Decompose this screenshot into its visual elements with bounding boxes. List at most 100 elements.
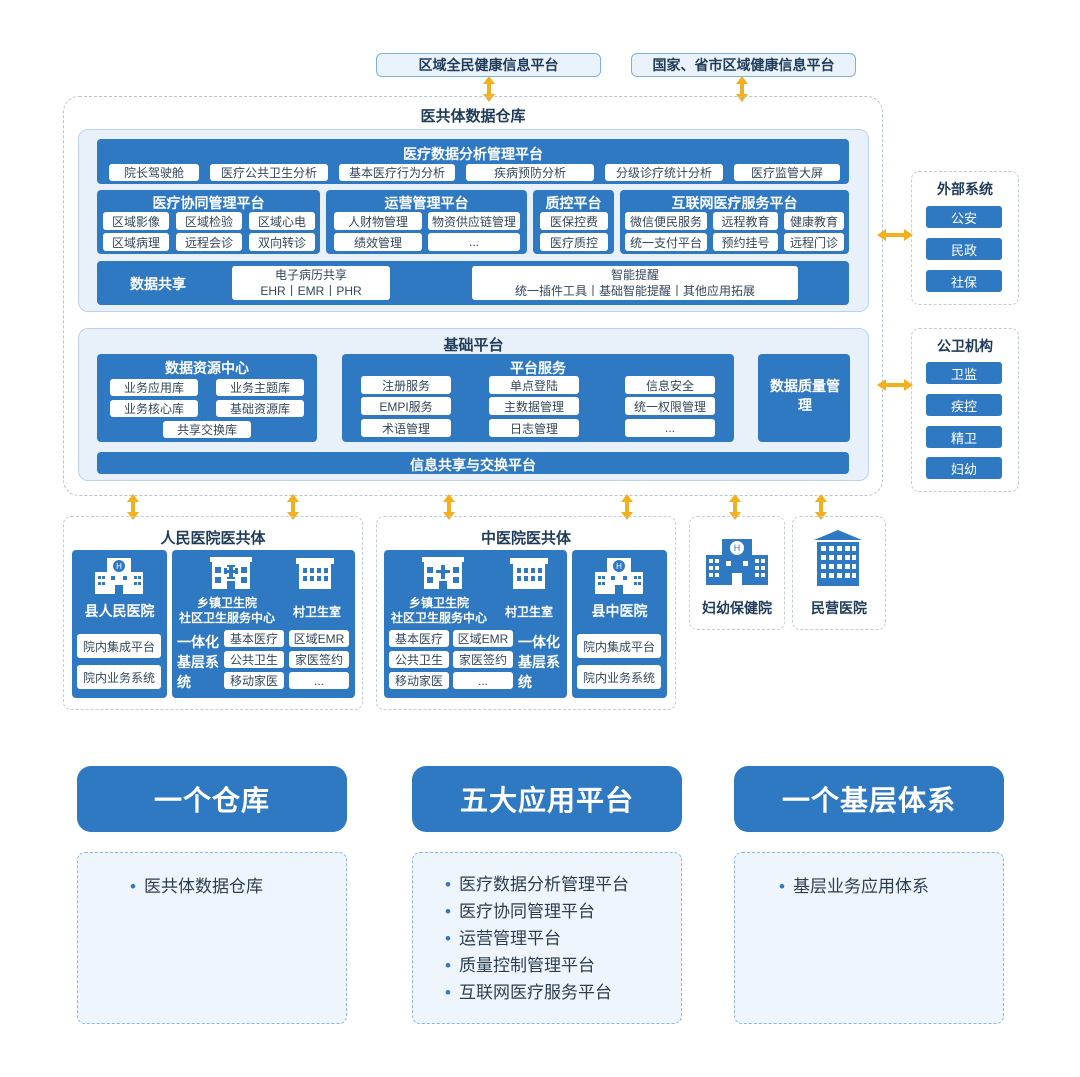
grassroots-item: 区域EMR bbox=[289, 630, 349, 647]
grassroots-item: 基本医疗 bbox=[224, 630, 284, 647]
public-health-item: 妇幼 bbox=[926, 457, 1002, 479]
collab-item: 远程会诊 bbox=[176, 233, 242, 251]
analysis-item: 基本医疗行为分析 bbox=[339, 164, 455, 181]
qc-item: 医疗质控 bbox=[540, 233, 608, 251]
analysis-item: 医疗监管大屏 bbox=[734, 164, 840, 181]
clinic-icon bbox=[210, 555, 252, 589]
village-label: 村卫生室 bbox=[292, 605, 341, 619]
emr-share-box: 电子病历共享 EHR丨EMR丨PHR bbox=[232, 266, 390, 300]
national-health-platform: 国家、省市区域健康信息平台 bbox=[631, 53, 856, 77]
emr-share-line1: 电子病历共享 bbox=[274, 268, 347, 282]
resource-item: 业务主题库 bbox=[216, 379, 304, 396]
bidirectional-arrow-icon bbox=[877, 228, 913, 247]
integrated-system-label: 一体化基层系统 bbox=[518, 634, 560, 690]
internet-item: 远程门诊 bbox=[784, 233, 844, 251]
summary-banner-platforms: 五大应用平台 bbox=[412, 766, 682, 832]
resource-item: 业务核心库 bbox=[110, 400, 198, 417]
data-share-title: 数据共享 bbox=[130, 276, 186, 292]
grassroots-item: ... bbox=[453, 672, 513, 689]
private-hospital-box bbox=[792, 516, 886, 630]
integrated-system-label: 一体化基层系统 bbox=[177, 634, 219, 690]
service-item: 统一权限管理 bbox=[625, 397, 715, 415]
service-item: 信息安全 bbox=[625, 376, 715, 394]
resource-center-title: 数据资源中心 bbox=[165, 360, 249, 376]
county-hospital-item: 院内集成平台 bbox=[77, 634, 161, 658]
maternal-hospital-box bbox=[689, 516, 785, 630]
service-item: 单点登陆 bbox=[489, 376, 579, 394]
village-label: 村卫生室 bbox=[504, 605, 553, 619]
hospital-icon: H bbox=[593, 556, 645, 596]
county-hospital-item: 院内集成平台 bbox=[577, 634, 661, 658]
collab-item: 双向转诊 bbox=[249, 233, 315, 251]
grassroots-item: 区域EMR bbox=[453, 630, 513, 647]
grassroots-item: 公共卫生 bbox=[224, 651, 284, 668]
internet-platform-title: 互联网医疗服务平台 bbox=[671, 195, 798, 211]
summary-item: 医共体数据仓库 bbox=[130, 873, 346, 900]
smart-reminder-line2: 统一插件工具丨基础智能提醒丨其他应用拓展 bbox=[514, 284, 755, 298]
township-label: 乡镇卫生院 社区卫生服务中心 bbox=[178, 596, 275, 625]
ops-item: 人财物管理 bbox=[334, 212, 422, 230]
ops-platform-title: 运营管理平台 bbox=[384, 195, 469, 211]
internet-item: 远程教育 bbox=[713, 212, 778, 230]
bidirectional-arrow-icon bbox=[814, 494, 828, 525]
smart-reminder-box: 智能提醒 统一插件工具丨基础智能提醒丨其他应用拓展 bbox=[472, 266, 798, 300]
internet-item: 统一支付平台 bbox=[625, 233, 707, 251]
exchange-bar-title: 信息共享与交换平台 bbox=[410, 457, 536, 473]
bidirectional-arrow-icon bbox=[735, 76, 749, 107]
analysis-item: 医疗公共卫生分析 bbox=[210, 164, 328, 181]
county-hospital-item: 院内业务系统 bbox=[77, 665, 161, 689]
tcm-hospital-title: 中医院医共体 bbox=[480, 530, 571, 547]
service-item: 注册服务 bbox=[361, 376, 451, 394]
grassroots-item: 家医签约 bbox=[289, 651, 349, 668]
collab-item: 区域病理 bbox=[103, 233, 169, 251]
external-systems-box bbox=[911, 171, 1019, 305]
resource-item: 基础资源库 bbox=[216, 400, 304, 417]
maternal-hospital-name: 妇幼保健院 bbox=[702, 600, 772, 616]
summary-item: 质量控制管理平台 bbox=[445, 952, 681, 979]
building-icon bbox=[814, 530, 862, 591]
base-platform-title: 基础平台 bbox=[443, 337, 504, 354]
analysis-item: 分级诊疗统计分析 bbox=[605, 164, 723, 181]
internet-item: 健康教育 bbox=[784, 212, 844, 230]
service-item: EMPI服务 bbox=[361, 397, 451, 415]
village-clinic-icon bbox=[510, 555, 548, 589]
hospital-icon: H bbox=[704, 535, 770, 590]
tcm-hospital-group bbox=[376, 516, 676, 710]
ops-item: ... bbox=[428, 233, 520, 251]
internet-item: 微信便民服务 bbox=[625, 212, 707, 230]
summary-banner-warehouse: 一个仓库 bbox=[77, 766, 347, 832]
external-item-civil: 民政 bbox=[926, 238, 1002, 260]
bidirectional-arrow-icon bbox=[442, 494, 456, 525]
summary-banner-grassroots: 一个基层体系 bbox=[734, 766, 1004, 832]
summary-box-warehouse: 医共体数据仓库 bbox=[77, 852, 347, 1024]
grassroots-item: 公共卫生 bbox=[389, 651, 449, 668]
svg-text:H: H bbox=[734, 543, 741, 553]
bidirectional-arrow-icon bbox=[620, 494, 634, 525]
public-health-title: 公卫机构 bbox=[937, 338, 993, 354]
summary-item: 互联网医疗服务平台 bbox=[445, 979, 681, 1006]
emr-share-line2: EHR丨EMR丨PHR bbox=[260, 284, 362, 298]
warehouse-title: 医共体数据仓库 bbox=[420, 108, 526, 125]
svg-text:H: H bbox=[116, 562, 122, 571]
ops-item: 绩效管理 bbox=[334, 233, 422, 251]
bidirectional-arrow-icon bbox=[877, 378, 913, 397]
qc-platform-title: 质控平台 bbox=[545, 195, 602, 211]
bidirectional-arrow-icon bbox=[126, 494, 140, 525]
smart-reminder-line1: 智能提醒 bbox=[610, 268, 659, 282]
bidirectional-arrow-icon bbox=[286, 494, 300, 525]
qc-item: 医保控费 bbox=[540, 212, 608, 230]
regional-health-platform: 区域全民健康信息平台 bbox=[376, 53, 601, 77]
village-clinic-icon bbox=[296, 555, 334, 589]
public-health-box bbox=[911, 328, 1019, 492]
bidirectional-arrow-icon bbox=[482, 76, 496, 107]
analysis-item: 疾病预防分析 bbox=[466, 164, 594, 181]
private-hospital-name: 民营医院 bbox=[811, 600, 867, 616]
service-item: 主数据管理 bbox=[489, 397, 579, 415]
county-hospital-name: 县人民医院 bbox=[84, 603, 155, 619]
people-hospital-group bbox=[63, 516, 363, 710]
service-item: ... bbox=[625, 419, 715, 437]
summary-item: 运营管理平台 bbox=[445, 925, 681, 952]
external-systems-title: 外部系统 bbox=[937, 181, 993, 197]
public-health-item: 卫监 bbox=[926, 362, 1002, 384]
warehouse-container bbox=[63, 96, 883, 496]
